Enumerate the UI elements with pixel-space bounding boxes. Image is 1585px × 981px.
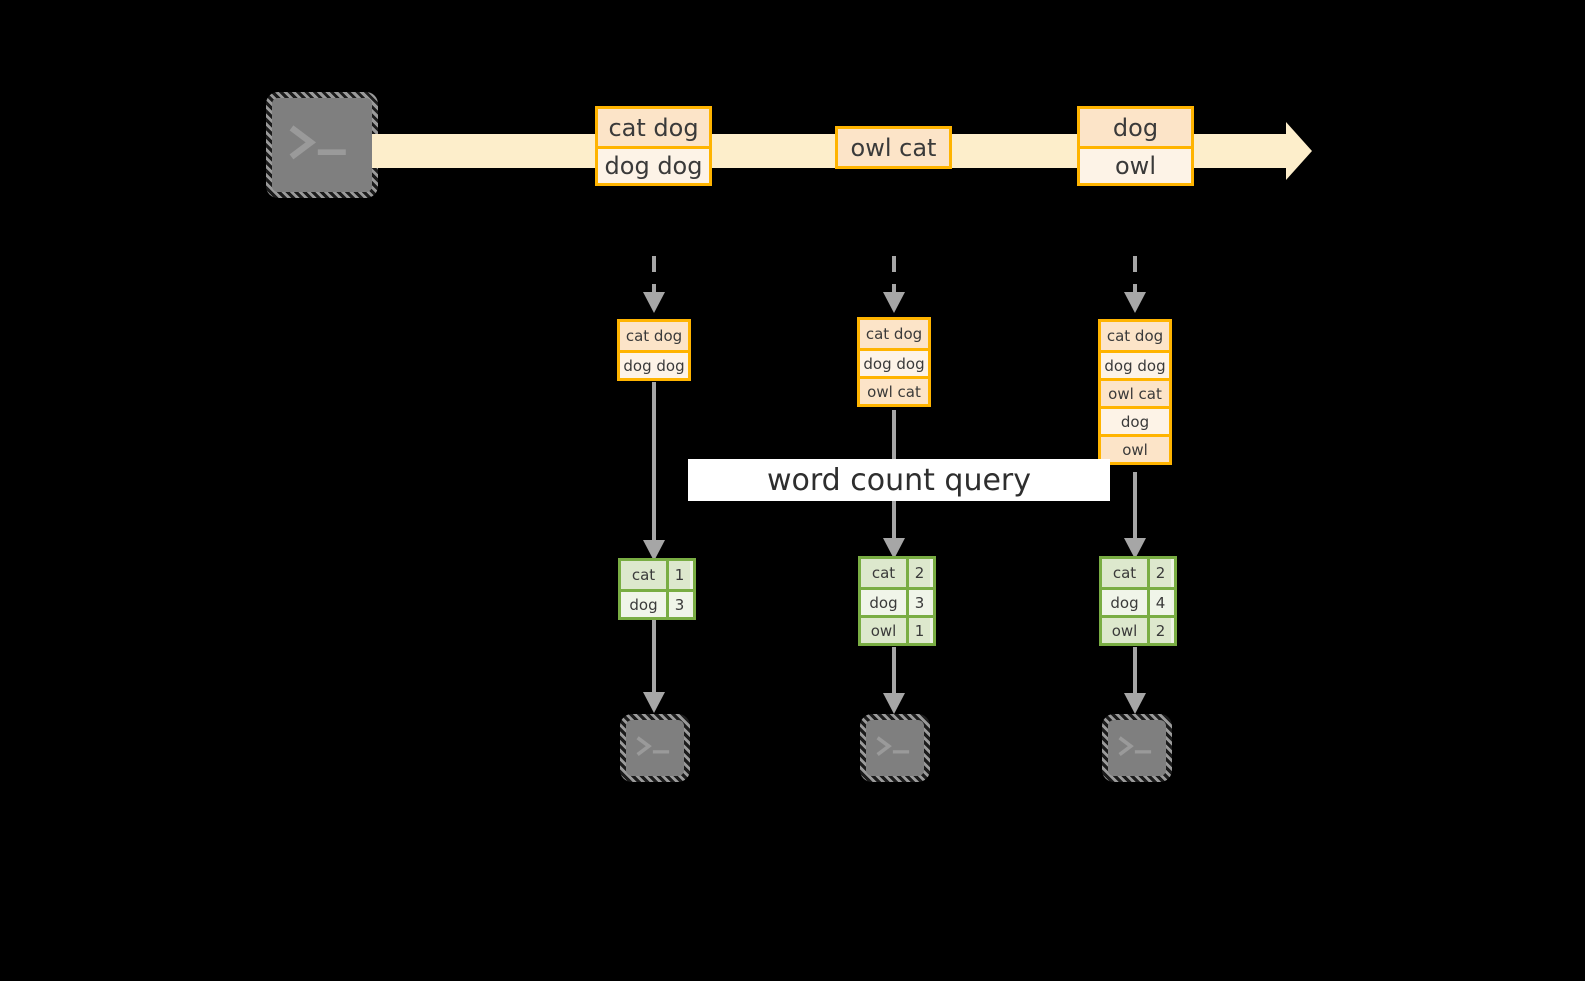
result-word: owl	[861, 618, 906, 643]
snapshot-2-line-3: owl cat	[860, 376, 928, 404]
result-count: 1	[906, 618, 930, 643]
stream-record-2[interactable]: owl cat	[835, 126, 952, 169]
terminal-prompt-glyph	[287, 117, 357, 173]
dashed-arrow-down-icon-2	[879, 256, 909, 316]
stream-record-1-line-2: dog dog	[598, 146, 709, 183]
result-count: 3	[906, 590, 930, 615]
stream-record-1[interactable]: cat dog dog dog	[595, 106, 712, 186]
table-row: cat 2	[1102, 559, 1174, 587]
arrow-down-icon-query-1	[639, 382, 669, 564]
result-count: 1	[666, 561, 690, 589]
result-word: dog	[621, 592, 666, 617]
result-word: dog	[1102, 590, 1147, 615]
sink-terminal-icon-3	[1102, 714, 1172, 782]
table-row: dog 3	[621, 589, 693, 617]
table-row: cat 1	[621, 561, 693, 589]
snapshot-3-line-4: dog	[1101, 406, 1169, 434]
table-row: dog 4	[1102, 587, 1174, 615]
stream-record-1-line-1: cat dog	[598, 109, 709, 146]
stream-arrow-head-icon	[1286, 122, 1312, 180]
result-table-3[interactable]: cat 2 dog 4 owl 2	[1099, 556, 1177, 646]
sink-terminal-icon-1	[620, 714, 690, 782]
dashed-arrow-down-icon-3	[1120, 256, 1150, 316]
snapshot-3-line-2: dog dog	[1101, 350, 1169, 378]
table-row: dog 3	[861, 587, 933, 615]
arrow-down-icon-sink-1	[639, 618, 669, 716]
terminal-prompt-glyph	[1117, 731, 1158, 765]
arrow-down-icon-query-3	[1120, 472, 1150, 562]
arrow-down-icon-sink-3	[1120, 647, 1150, 717]
terminal-prompt-glyph	[875, 731, 916, 765]
result-word: cat	[1102, 559, 1147, 587]
result-table-2[interactable]: cat 2 dog 3 owl 1	[858, 556, 936, 646]
result-count: 4	[1147, 590, 1171, 615]
stream-record-3-line-2: owl	[1080, 146, 1191, 183]
snapshot-3-line-1: cat dog	[1101, 322, 1169, 350]
snapshot-1-line-2: dog dog	[620, 350, 688, 378]
stream-record-3-line-1: dog	[1080, 109, 1191, 146]
result-word: cat	[861, 559, 906, 587]
snapshot-3-line-5: owl	[1101, 434, 1169, 462]
result-count: 2	[1147, 618, 1171, 643]
result-word: dog	[861, 590, 906, 615]
stream-record-3[interactable]: dog owl	[1077, 106, 1194, 186]
table-row: cat 2	[861, 559, 933, 587]
snapshot-2-line-2: dog dog	[860, 348, 928, 376]
sink-terminal-icon-2	[860, 714, 930, 782]
query-label-band: word count query	[688, 459, 1110, 501]
result-count: 2	[906, 559, 930, 587]
source-terminal-icon	[266, 92, 378, 198]
snapshot-2-buffer[interactable]: cat dog dog dog owl cat	[857, 317, 931, 407]
snapshot-3-buffer[interactable]: cat dog dog dog owl cat dog owl	[1098, 319, 1172, 465]
snapshot-1-buffer[interactable]: cat dog dog dog	[617, 319, 691, 381]
query-label-text: word count query	[766, 462, 1032, 498]
result-word: owl	[1102, 618, 1147, 643]
stream-record-2-line-1: owl cat	[838, 129, 949, 166]
result-count: 2	[1147, 559, 1171, 587]
table-row: owl 1	[861, 615, 933, 643]
arrow-down-icon-sink-2	[879, 647, 909, 717]
snapshot-3-line-3: owl cat	[1101, 378, 1169, 406]
dashed-arrow-down-icon-1	[639, 256, 669, 316]
result-table-1[interactable]: cat 1 dog 3	[618, 558, 696, 620]
table-row: owl 2	[1102, 615, 1174, 643]
terminal-prompt-glyph	[635, 731, 676, 765]
snapshot-2-line-1: cat dog	[860, 320, 928, 348]
snapshot-1-line-1: cat dog	[620, 322, 688, 350]
result-count: 3	[666, 592, 690, 617]
result-word: cat	[621, 561, 666, 589]
